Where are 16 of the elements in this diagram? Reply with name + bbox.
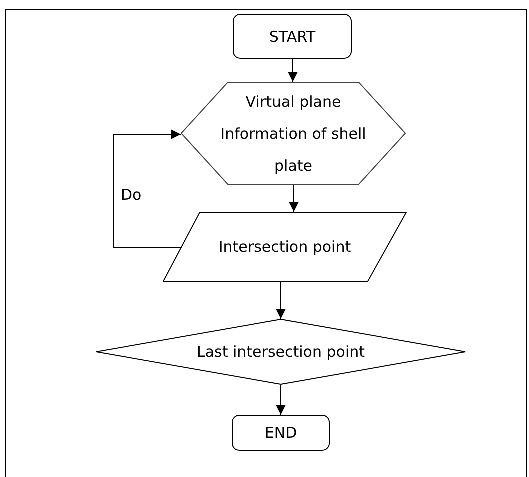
node-text: END [264, 423, 298, 444]
data-parallelogram [163, 212, 407, 282]
arrow [288, 58, 298, 82]
arrow [276, 384, 286, 416]
node-text: Last intersection point [196, 342, 365, 363]
arrow [114, 130, 182, 248]
node-text: Virtual plane Information of shell plate [220, 92, 368, 176]
arrow [276, 282, 286, 320]
decision-diamond [96, 319, 466, 385]
terminal-box [232, 415, 330, 451]
node-text: Intersection point [218, 237, 352, 258]
edge-label: Do [120, 188, 143, 203]
node-text: START [269, 26, 316, 48]
preparation-hexagon [181, 82, 406, 185]
terminal-box [233, 14, 352, 59]
arrow [289, 184, 299, 212]
